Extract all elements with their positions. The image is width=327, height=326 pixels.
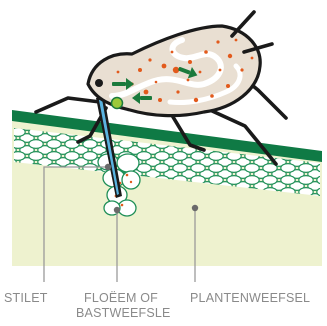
salivary-gland bbox=[112, 98, 123, 109]
phloem-label-line1: FLOËEM OF bbox=[76, 291, 166, 306]
plant-tissue-label: PLANTENWEEFSEL bbox=[190, 291, 310, 306]
plant-tissue bbox=[0, 110, 327, 266]
aphid-eye bbox=[95, 79, 103, 87]
phloem-label-line2: BASTWEEFSLE bbox=[76, 306, 166, 321]
stylet-label: STILET bbox=[4, 291, 48, 306]
phloem-label: FLOËEM OF BASTWEEFSLE bbox=[76, 291, 166, 321]
